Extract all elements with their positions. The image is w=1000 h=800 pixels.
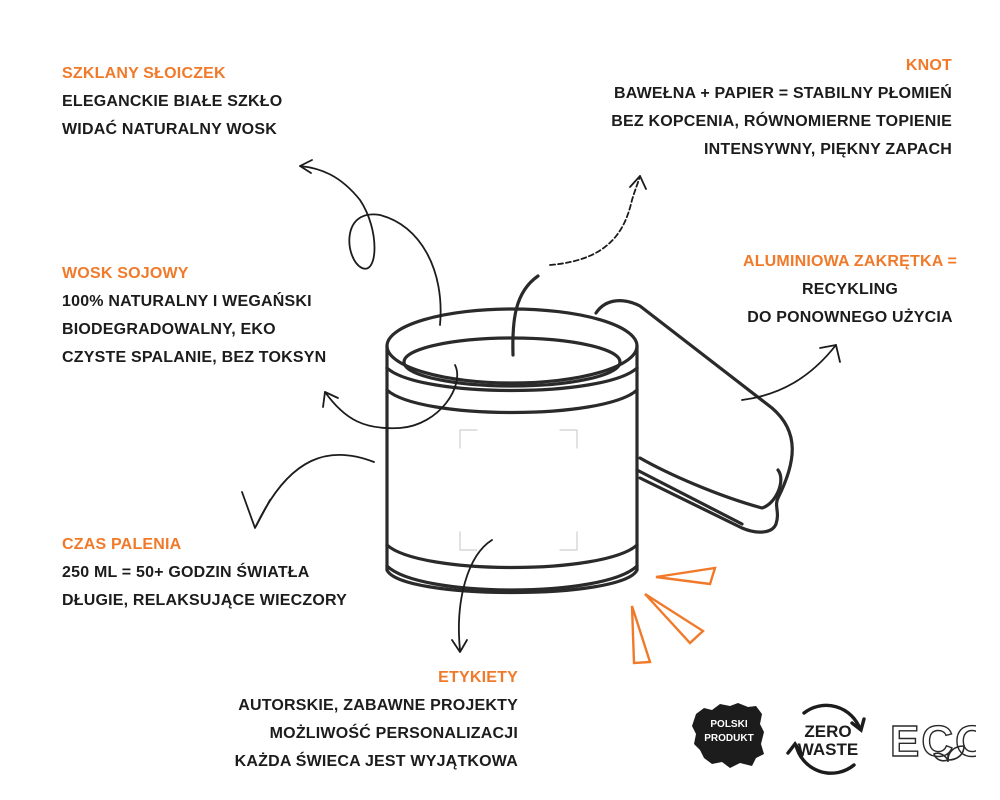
arrow-labels [458,539,493,651]
light-ray [630,605,652,665]
section-lid: ALUMINIOWA ZAKRĘTKA = RECYKLING DO PONOW… [732,248,968,332]
section-labels: ETYKIETY AUTORSKIE, ZABAWNE PROJEKTY MOŻ… [235,664,518,776]
section-labels-line: MOŻLIWOŚĆ PERSONALIZACJI [269,725,518,742]
arrow-jar [299,165,442,326]
section-lid-title: ALUMINIOWA ZAKRĘTKA = [742,253,958,270]
section-wick-line: INTENSYWNY, PIĘKNY ZAPACH [704,141,952,158]
polish-product-badge: POLSKI PRODUKT [692,703,764,768]
section-wick-title: KNOT [905,57,952,74]
section-burn: CZAS PALENIA 250 ML = 50+ GODZIN ŚWIATŁA… [62,531,347,615]
section-wick-line: BAWEŁNA + PAPIER = STABILNY PŁOMIEŃ [614,85,952,102]
lid-outline [594,299,794,534]
recycle-circle-icon [802,703,862,731]
section-wax-title: WOSK SOJOWY [62,265,189,282]
light-ray [655,566,717,586]
section-lid-line: DO PONOWNEGO UŻYCIA [747,309,953,326]
section-jar-line: WIDAĆ NATURALNY WOSK [62,121,277,138]
section-labels-title: ETYKIETY [438,669,518,686]
eco-text: ECO [890,717,976,766]
zero-waste-line-1: ZERO [804,722,851,741]
arrow-wax [324,364,459,430]
zero-waste-line-2: WASTE [798,740,858,759]
section-wick: KNOT BAWEŁNA + PAPIER = STABILNY PŁOMIEŃ… [611,52,952,164]
wick-line [511,274,540,357]
light-ray [644,592,705,645]
section-burn-line: 250 ML = 50+ GODZIN ŚWIATŁA [62,564,310,581]
polish-product-line-2: PRODUKT [704,733,753,744]
section-jar-title: SZKLANY SŁOICZEK [62,65,226,82]
section-jar: SZKLANY SŁOICZEK ELEGANCKIE BIAŁE SZKŁO … [62,60,282,144]
arrow-burn [255,454,375,527]
section-burn-title: CZAS PALENIA [62,536,182,553]
section-wax-line: BIODEGRADOWALNY, EKO [62,321,276,338]
eco-badge: ECO [890,716,976,766]
section-wax: WOSK SOJOWY 100% NATURALNY I WEGAŃSKI BI… [62,260,326,372]
section-labels-line: KAŻDA ŚWIECA JEST WYJĄTKOWA [234,753,518,770]
section-jar-line: ELEGANCKIE BIAŁE SZKŁO [62,93,283,110]
section-burn-line: DŁUGIE, RELAKSUJĄCE WIECZORY [62,592,348,609]
leaf-icon [933,745,965,762]
section-wax-line: CZYSTE SPALANIE, BEZ TOKSYN [62,349,327,366]
arrow-wick [549,175,641,266]
label-placeholder [459,429,578,551]
zero-waste-badge: ZERO WASTE [786,703,866,775]
section-wax-line: 100% NATURALNY I WEGAŃSKI [62,293,312,310]
section-lid-line: RECYKLING [801,281,899,298]
section-labels-line: AUTORSKIE, ZABAWNE PROJEKTY [238,697,518,714]
arrow-lid [741,344,837,401]
section-wick-line: BEZ KOPCENIA, RÓWNOMIERNE TOPIENIE [611,113,952,130]
polish-product-line-1: POLSKI [710,719,747,730]
poland-map-icon [692,703,764,768]
